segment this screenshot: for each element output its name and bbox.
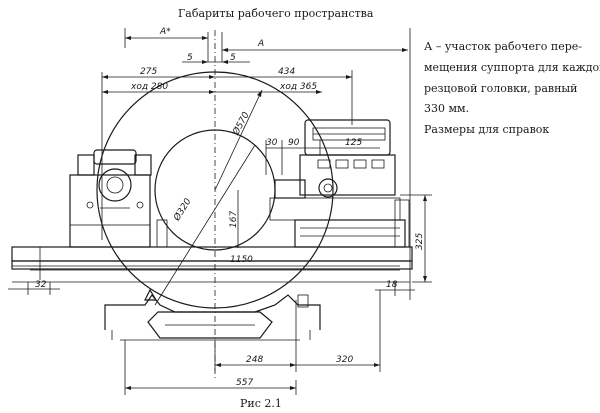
dim-275: 275: [140, 67, 157, 77]
note-line-1: А – участок рабочего пере-: [424, 40, 582, 53]
dim-1150: 1150: [230, 255, 253, 265]
dim-stroke-365: ход 365: [279, 82, 317, 92]
dim-tool-group: 30 90 125: [265, 138, 380, 175]
dim-275-434-group: 275 434: [101, 67, 353, 240]
dim-125: 125: [345, 138, 362, 148]
dim-32-group: 32: [8, 280, 60, 295]
dim-18-group: 18: [375, 280, 415, 296]
figure-caption: Рис 2.1: [240, 397, 282, 410]
dim-32: 32: [35, 280, 47, 290]
dim-320: 320: [336, 355, 353, 365]
dim-325: 325: [415, 233, 425, 250]
dim-a-star: А*: [159, 27, 171, 37]
base-profile: [104, 288, 321, 341]
dim-bottom-group: 248 320 557: [124, 290, 381, 395]
note-block: А – участок рабочего пере- мещения суппо…: [424, 40, 600, 136]
dim-5-left: 5: [187, 53, 193, 63]
leader-570: [214, 89, 263, 191]
tool-head-assembly: [269, 119, 410, 248]
dim-434: 434: [278, 67, 295, 77]
dim-dia-570: Ø570: [230, 110, 252, 138]
note-line-3: резцовой головки, равный: [424, 82, 578, 95]
dim-18: 18: [386, 280, 398, 290]
dim-557: 557: [236, 378, 253, 388]
dim-248: 248: [246, 355, 263, 365]
note-line-2: мещения суппорта для каждой: [424, 61, 600, 74]
dim-5-group: 5 5: [182, 53, 250, 64]
dim-a-group: А* А: [124, 27, 411, 300]
swing-circle-570: [96, 71, 334, 309]
dim-a: А: [257, 39, 264, 49]
dim-30: 30: [266, 138, 278, 148]
dim-dia-320: Ø320: [171, 196, 194, 223]
dim-5-right: 5: [230, 53, 236, 63]
note-line-4: 330 мм.: [424, 102, 469, 115]
lathe-bed: [11, 246, 413, 283]
drawing-title: Габариты рабочего пространства: [178, 7, 374, 20]
left-headstock: [39, 149, 168, 280]
dim-90: 90: [288, 138, 300, 148]
dim-325-group: 325: [400, 194, 432, 283]
dim-167: 167: [229, 211, 239, 228]
leader-320: [154, 144, 256, 306]
dim-stroke-group: ход 280 ход 365: [102, 82, 322, 94]
note-line-5: Размеры для справок: [424, 123, 549, 136]
dim-stroke-280: ход 280: [130, 82, 168, 92]
